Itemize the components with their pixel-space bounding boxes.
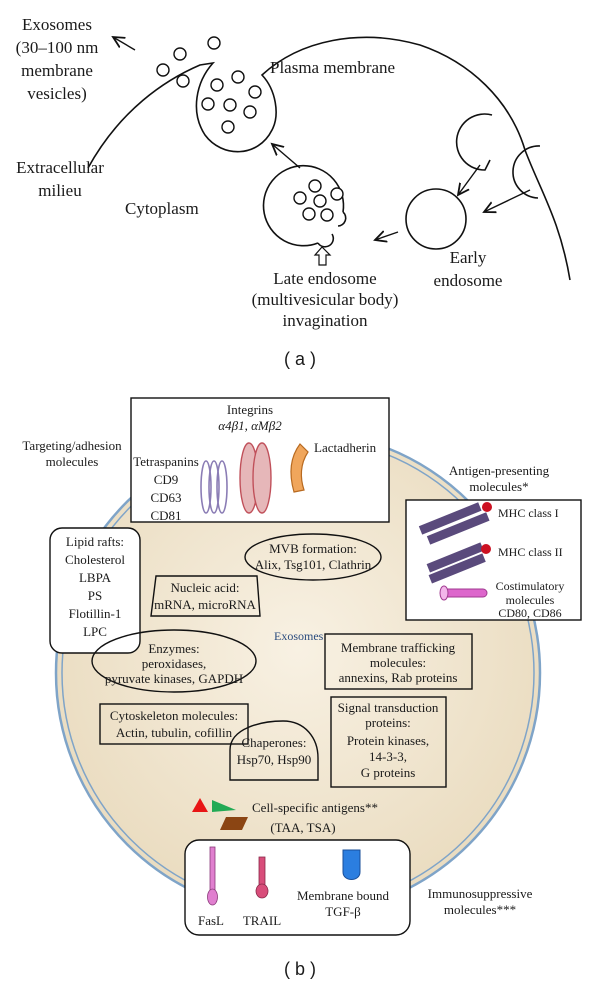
early-endosome (405, 188, 467, 250)
signal-2: Protein kinases, (347, 733, 429, 748)
costim-label-1: molecules (506, 593, 555, 607)
chaperones-0: Chaperones: (242, 735, 307, 750)
extracellular-label-0: Extracellular (16, 158, 104, 177)
membrane-trafficking-2: annexins, Rab proteins (339, 670, 458, 685)
invagination-arrow (313, 246, 332, 266)
cell-specific-antigen-icons (192, 798, 248, 830)
mvb-formation-ellipse (244, 533, 382, 581)
cell-specific-1: (TAA, TSA) (270, 820, 335, 835)
lipid-rafts-3: PS (88, 588, 102, 603)
mvb-invagination-1 (337, 211, 347, 227)
costimulatory-icon (439, 585, 488, 601)
targeting-label-1: molecules (46, 454, 99, 469)
late-endosome-label-2: invagination (283, 311, 368, 330)
lactadherin-label: Lactadherin (314, 440, 377, 455)
mvb-invagination-2 (317, 233, 335, 248)
antigen-presenting-label-1: molecules* (469, 479, 528, 494)
nucleic-acid-trapezoid (150, 575, 261, 617)
nucleic-label-1: mRNA, microRNA (154, 597, 256, 612)
early-endosome-label-0: Early (450, 248, 487, 267)
lactadherin-icon (290, 443, 309, 493)
cytoplasm-label: Cytoplasm (125, 199, 199, 218)
nucleic-label-0: Nucleic acid: (171, 580, 240, 595)
cytoskeleton-0: Cytoskeleton molecules: (110, 708, 238, 723)
budding-pit-1 (455, 113, 493, 171)
tetraspanins-label-0: Tetraspanins (133, 454, 199, 469)
mvb-label-0: MVB formation: (269, 541, 357, 556)
mhc2-label: MHC class II (498, 545, 563, 559)
immuno-label-0: Immunosuppressive (428, 886, 533, 901)
tgf-label-0: Membrane bound (297, 888, 390, 903)
costim-label-2: CD80, CD86 (498, 606, 561, 620)
mhc-class-ii-icon (426, 542, 491, 584)
signal-3: 14-3-3, (369, 749, 407, 764)
tgf-beta-icon (342, 849, 361, 880)
signal-1: proteins: (365, 715, 411, 730)
plasma-membrane-label: Plasma membrane (270, 58, 395, 77)
integrins-label-0: Integrins (227, 402, 273, 417)
exosome-vesicles (156, 36, 344, 222)
cytoskeleton-box (99, 703, 249, 745)
enzymes-ellipse (91, 629, 257, 693)
integrins-label-1: α4β1, αMβ2 (218, 418, 282, 433)
cell-specific-0: Cell-specific antigens** (252, 800, 378, 815)
exosomes-label-3: vesicles) (27, 84, 86, 103)
plasma-membrane (87, 36, 571, 281)
trail-label: TRAIL (243, 913, 281, 928)
tetraspanin-icon (200, 460, 228, 514)
mvb-label-1: Alix, Tsg101, Clathrin (255, 557, 372, 572)
tgf-label-1: TGF-β (325, 904, 361, 919)
late-endosome-label-0: Late endosome (273, 269, 376, 288)
exosomes-center-label: Exosomes (274, 629, 324, 643)
membrane-trafficking-box (324, 633, 473, 690)
costim-label-0: Costimulatory (496, 579, 565, 593)
fasl-icon (207, 846, 218, 906)
antigen-presenting-label-0: Antigen-presenting (449, 463, 550, 478)
lipid-rafts-4: Flotillin-1 (69, 606, 122, 621)
fasl-label: FasL (198, 913, 224, 928)
cytoskeleton-1: Actin, tubulin, cofillin (116, 725, 233, 740)
enzymes-label-0: Enzymes: (148, 641, 199, 656)
extracellular-label-1: milieu (38, 181, 82, 200)
tetraspanins-label-3: CD81 (150, 508, 181, 523)
panel-a-arrows (113, 37, 531, 240)
exosomes-label-0: Exosomes (22, 15, 92, 34)
chaperones-1: Hsp70, Hsp90 (237, 752, 311, 767)
budding-pit-2 (512, 145, 541, 199)
signal-0: Signal transduction (338, 700, 439, 715)
enzymes-label-1: peroxidases, (142, 656, 207, 671)
lipid-rafts-5: LPC (83, 624, 107, 639)
tetraspanins-label-2: CD63 (150, 490, 181, 505)
lipid-rafts-1: Cholesterol (65, 552, 125, 567)
enzymes-label-2: pyruvate kinases, GAPDH (105, 671, 243, 686)
chaperones-shape (229, 720, 319, 781)
lipid-rafts-0: Lipid rafts: (66, 534, 124, 549)
panel-a (87, 36, 571, 281)
trail-icon (255, 856, 269, 899)
immuno-label-1: molecules*** (444, 902, 516, 917)
panel-a-label: ( a ) (284, 349, 316, 369)
integrin-icon (239, 442, 272, 514)
membrane-trafficking-0: Membrane trafficking (341, 640, 456, 655)
lipid-rafts-2: LBPA (79, 570, 112, 585)
tetraspanins-label-1: CD9 (154, 472, 179, 487)
membrane-trafficking-1: molecules: (370, 655, 426, 670)
mhc-class-i-icon (418, 502, 492, 545)
targeting-label-0: Targeting/adhesion (22, 438, 122, 453)
signal-transduction-box (330, 696, 447, 788)
exosomes-label-1: (30–100 nm (16, 38, 99, 57)
multivesicular-body (262, 164, 345, 247)
mhc1-label: MHC class I (498, 506, 559, 520)
signal-4: G proteins (361, 765, 416, 780)
early-endosome-label-1: endosome (434, 271, 503, 290)
exosomes-label-2: membrane (21, 61, 93, 80)
panel-b-label: ( b ) (284, 959, 316, 979)
late-endosome-label-1: (multivesicular body) (252, 290, 399, 309)
